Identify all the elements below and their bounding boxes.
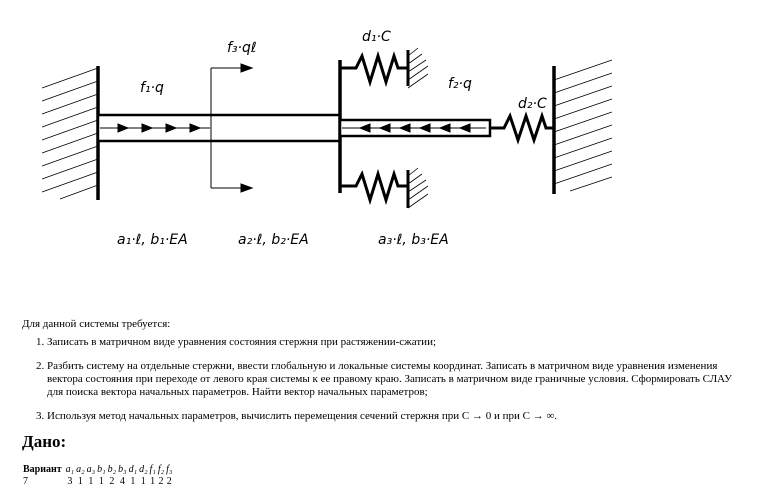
header-variant: Вариант xyxy=(23,464,62,475)
rod-system-diagram: f₁·q f₃·qℓ d₁·C f₂·q d₂·C a₁·ℓ, b₁·EA a₂… xyxy=(41,29,613,248)
header-cell: f₂ xyxy=(157,464,165,475)
f1-distributed-load xyxy=(100,123,210,133)
label-segment-1: a₁·ℓ, b₁·EA xyxy=(117,232,188,248)
label-f2: f₂·q xyxy=(448,76,472,92)
intro-text: Для данной системы требуется: xyxy=(22,318,171,330)
table-cell: 4 xyxy=(119,476,125,487)
task-number: 2. xyxy=(36,360,45,372)
header-cell: b₃ xyxy=(118,464,127,475)
label-segment-2: a₂·ℓ, b₂·EA xyxy=(238,232,309,248)
header-cell: d₂ xyxy=(139,464,148,475)
header-cell: b₂ xyxy=(107,464,117,475)
spring-d1-upper-hatch xyxy=(407,47,429,89)
variant-table: Вариант a₁ a₂ a₃ b₁ b₂ b₃ d₁ d₂ f₁ f₂ f₃… xyxy=(22,464,173,488)
header-cell: f₃ xyxy=(166,464,173,475)
header-cell: d₁ xyxy=(128,464,138,475)
table-cell: 1 xyxy=(130,476,136,487)
table-cell: 2 xyxy=(166,476,172,487)
spring-d1-lower-hatch xyxy=(407,167,429,209)
table-cell: 2 xyxy=(109,476,115,487)
task-text: Разбить систему на отдельные стержни, вв… xyxy=(47,360,732,398)
task-item: 1.Записать в матричном виде уравнения со… xyxy=(22,336,747,349)
given-heading: Дано: xyxy=(22,432,67,451)
table-cell: 1 xyxy=(98,476,104,487)
table-cell: 1 xyxy=(88,476,94,487)
label-d1: d₁·C xyxy=(362,29,391,45)
spring-d1-lower xyxy=(340,168,408,206)
f3-force-arrow xyxy=(211,63,254,193)
table-cell: 2 xyxy=(158,476,164,487)
table-cell: 1 xyxy=(140,476,146,487)
header-cell: b₁ xyxy=(97,464,106,475)
spring-d1-upper xyxy=(340,50,408,88)
header-cell: a₁ xyxy=(65,464,75,475)
right-wall-hatch xyxy=(553,59,613,192)
table-cell: 3 xyxy=(67,476,73,487)
task-text: Записать в матричном виде уравнения сост… xyxy=(47,336,437,348)
header-cell: a₃ xyxy=(86,464,96,475)
table-row: 7 3 1 1 1 2 4 1 1 1 2 2 xyxy=(22,476,173,488)
spring-d2 xyxy=(490,111,554,145)
variant-number: 7 xyxy=(23,476,28,487)
task-list: 1.Записать в матричном виде уравнения со… xyxy=(22,336,747,434)
task-number: 3. xyxy=(36,410,45,422)
task-text: Используя метод начальных параметров, вы… xyxy=(47,410,558,422)
header-cell: a₂ xyxy=(76,464,85,475)
task-item: 3.Используя метод начальных параметров, … xyxy=(22,410,747,423)
left-wall-hatch xyxy=(41,67,99,200)
table-cell: 1 xyxy=(77,476,83,487)
label-f3: f₃·qℓ xyxy=(227,40,257,56)
table-header-row: Вариант a₁ a₂ a₃ b₁ b₂ b₃ d₁ d₂ f₁ f₂ f₃ xyxy=(22,464,173,476)
label-segment-3: a₃·ℓ, b₃·EA xyxy=(378,232,449,248)
header-cell: f₁ xyxy=(149,464,156,475)
f2-distributed-load xyxy=(342,123,486,133)
table-cell: 1 xyxy=(150,476,156,487)
task-number: 1. xyxy=(36,336,45,348)
task-item: 2.Разбить систему на отдельные стержни, … xyxy=(22,360,747,399)
label-f1: f₁·q xyxy=(140,80,164,96)
label-d2: d₂·C xyxy=(518,96,547,112)
